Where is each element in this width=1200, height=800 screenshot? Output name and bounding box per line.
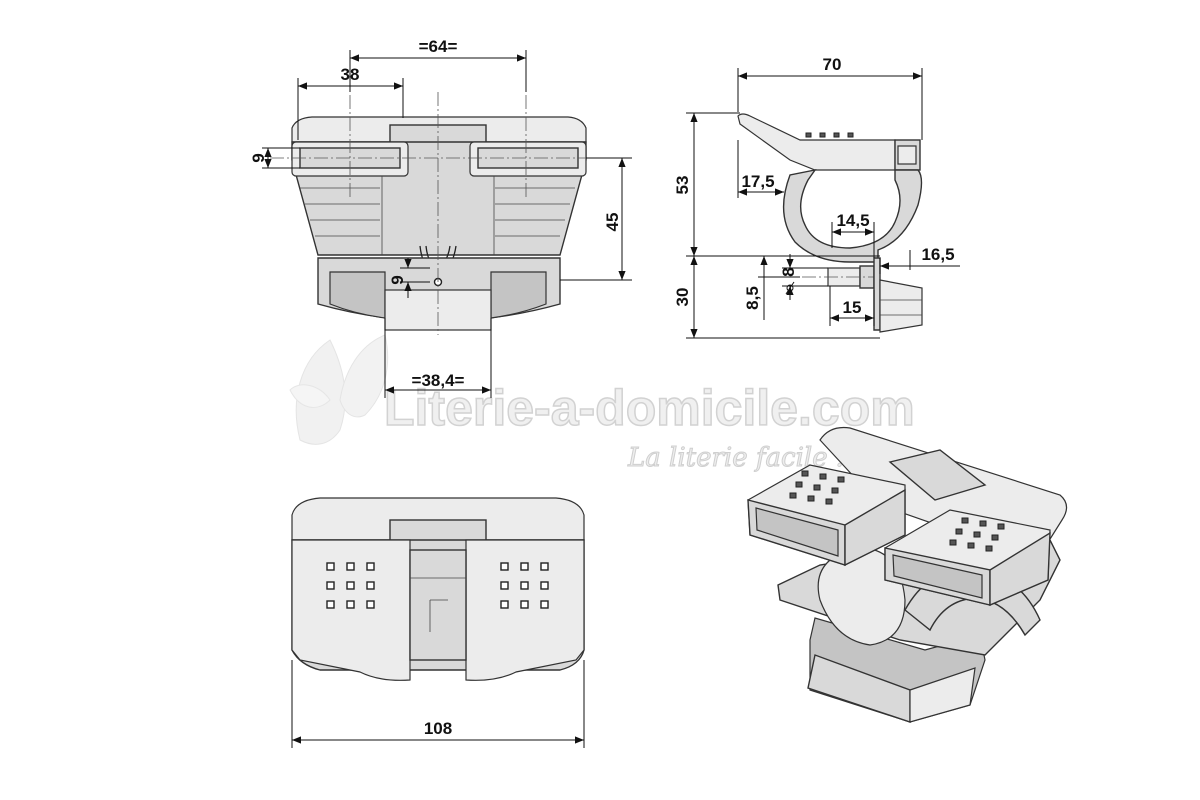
side-base-plate	[873, 257, 881, 331]
dim-front-height: 45	[560, 157, 632, 281]
dim-side-pin-length: 15	[829, 286, 875, 326]
side-view: 70 53 17,5 14,5 16,5	[673, 55, 960, 339]
dim-side-pin-diameter-label: 8	[779, 267, 798, 276]
side-lever-studs	[805, 132, 854, 138]
front-base-right-recess	[490, 271, 547, 319]
dim-side-offset: 17,5	[737, 140, 784, 198]
front-view: =64= 38 9 45 9	[249, 37, 632, 398]
isometric-view	[747, 426, 1068, 723]
dim-side-height-bottom-label: 30	[673, 288, 692, 307]
dim-front-hole-label: 9	[388, 275, 407, 284]
dim-side-height-top-label: 53	[673, 176, 692, 195]
top-view-cap	[291, 497, 585, 541]
dim-side-right: 16,5	[879, 245, 960, 274]
top-view: 108	[291, 497, 585, 748]
dim-front-spacing-label: =64=	[419, 37, 458, 56]
side-base-block	[879, 279, 923, 333]
dim-top-width-label: 108	[424, 719, 452, 738]
top-view-right-pad	[465, 539, 585, 681]
top-view-left-holes	[326, 562, 375, 609]
dim-front-bottom: =38,4=	[384, 318, 492, 398]
dim-side-height-bottom: 30	[673, 256, 880, 339]
top-view-center-channel	[409, 549, 467, 661]
dim-front-spacing: =64=	[349, 37, 527, 92]
side-pin	[780, 265, 880, 289]
dim-front-slot: 9	[249, 147, 300, 169]
dim-side-pin-height-label: 8,5	[743, 286, 762, 310]
dim-front-hole: 9	[388, 258, 430, 298]
dim-side-width: 70	[737, 55, 923, 140]
iso-cap-tab	[888, 449, 987, 501]
dim-side-pin-length-label: 15	[843, 298, 862, 317]
watermark: Literie-a-domicile.com La literie facile…	[289, 334, 915, 474]
dim-front-bottom-label: =38,4=	[412, 371, 465, 390]
iso-left-holes	[789, 470, 845, 505]
dim-side-pin-height: 8,5	[743, 255, 800, 320]
dim-front-height-label: 45	[603, 213, 622, 232]
dim-side-pin-diameter: 8	[779, 254, 828, 300]
side-clamp-ring	[782, 168, 923, 263]
front-base-left-recess	[329, 271, 386, 319]
dim-side-height-top: 53	[673, 112, 880, 257]
watermark-leaf-logo	[289, 334, 389, 445]
dim-front-slot-label: 9	[249, 153, 268, 162]
top-view-right-holes	[500, 562, 549, 609]
dim-front-half-width: 38	[297, 65, 404, 140]
top-view-cap-tab	[389, 519, 487, 543]
diameter-symbol-icon	[786, 284, 794, 292]
side-lever-arm	[737, 113, 896, 171]
dim-side-inner: 14,5	[831, 211, 875, 258]
iso-right-holes	[949, 517, 1005, 552]
dim-side-width-label: 70	[823, 55, 842, 74]
dim-side-right-label: 16,5	[921, 245, 954, 264]
dim-side-offset-label: 17,5	[741, 172, 774, 191]
front-ribs	[300, 176, 575, 255]
dim-top-width: 108	[291, 660, 585, 748]
top-view-left-pad	[291, 539, 411, 681]
dim-front-half-width-label: 38	[341, 65, 360, 84]
dim-side-inner-label: 14,5	[836, 211, 869, 230]
